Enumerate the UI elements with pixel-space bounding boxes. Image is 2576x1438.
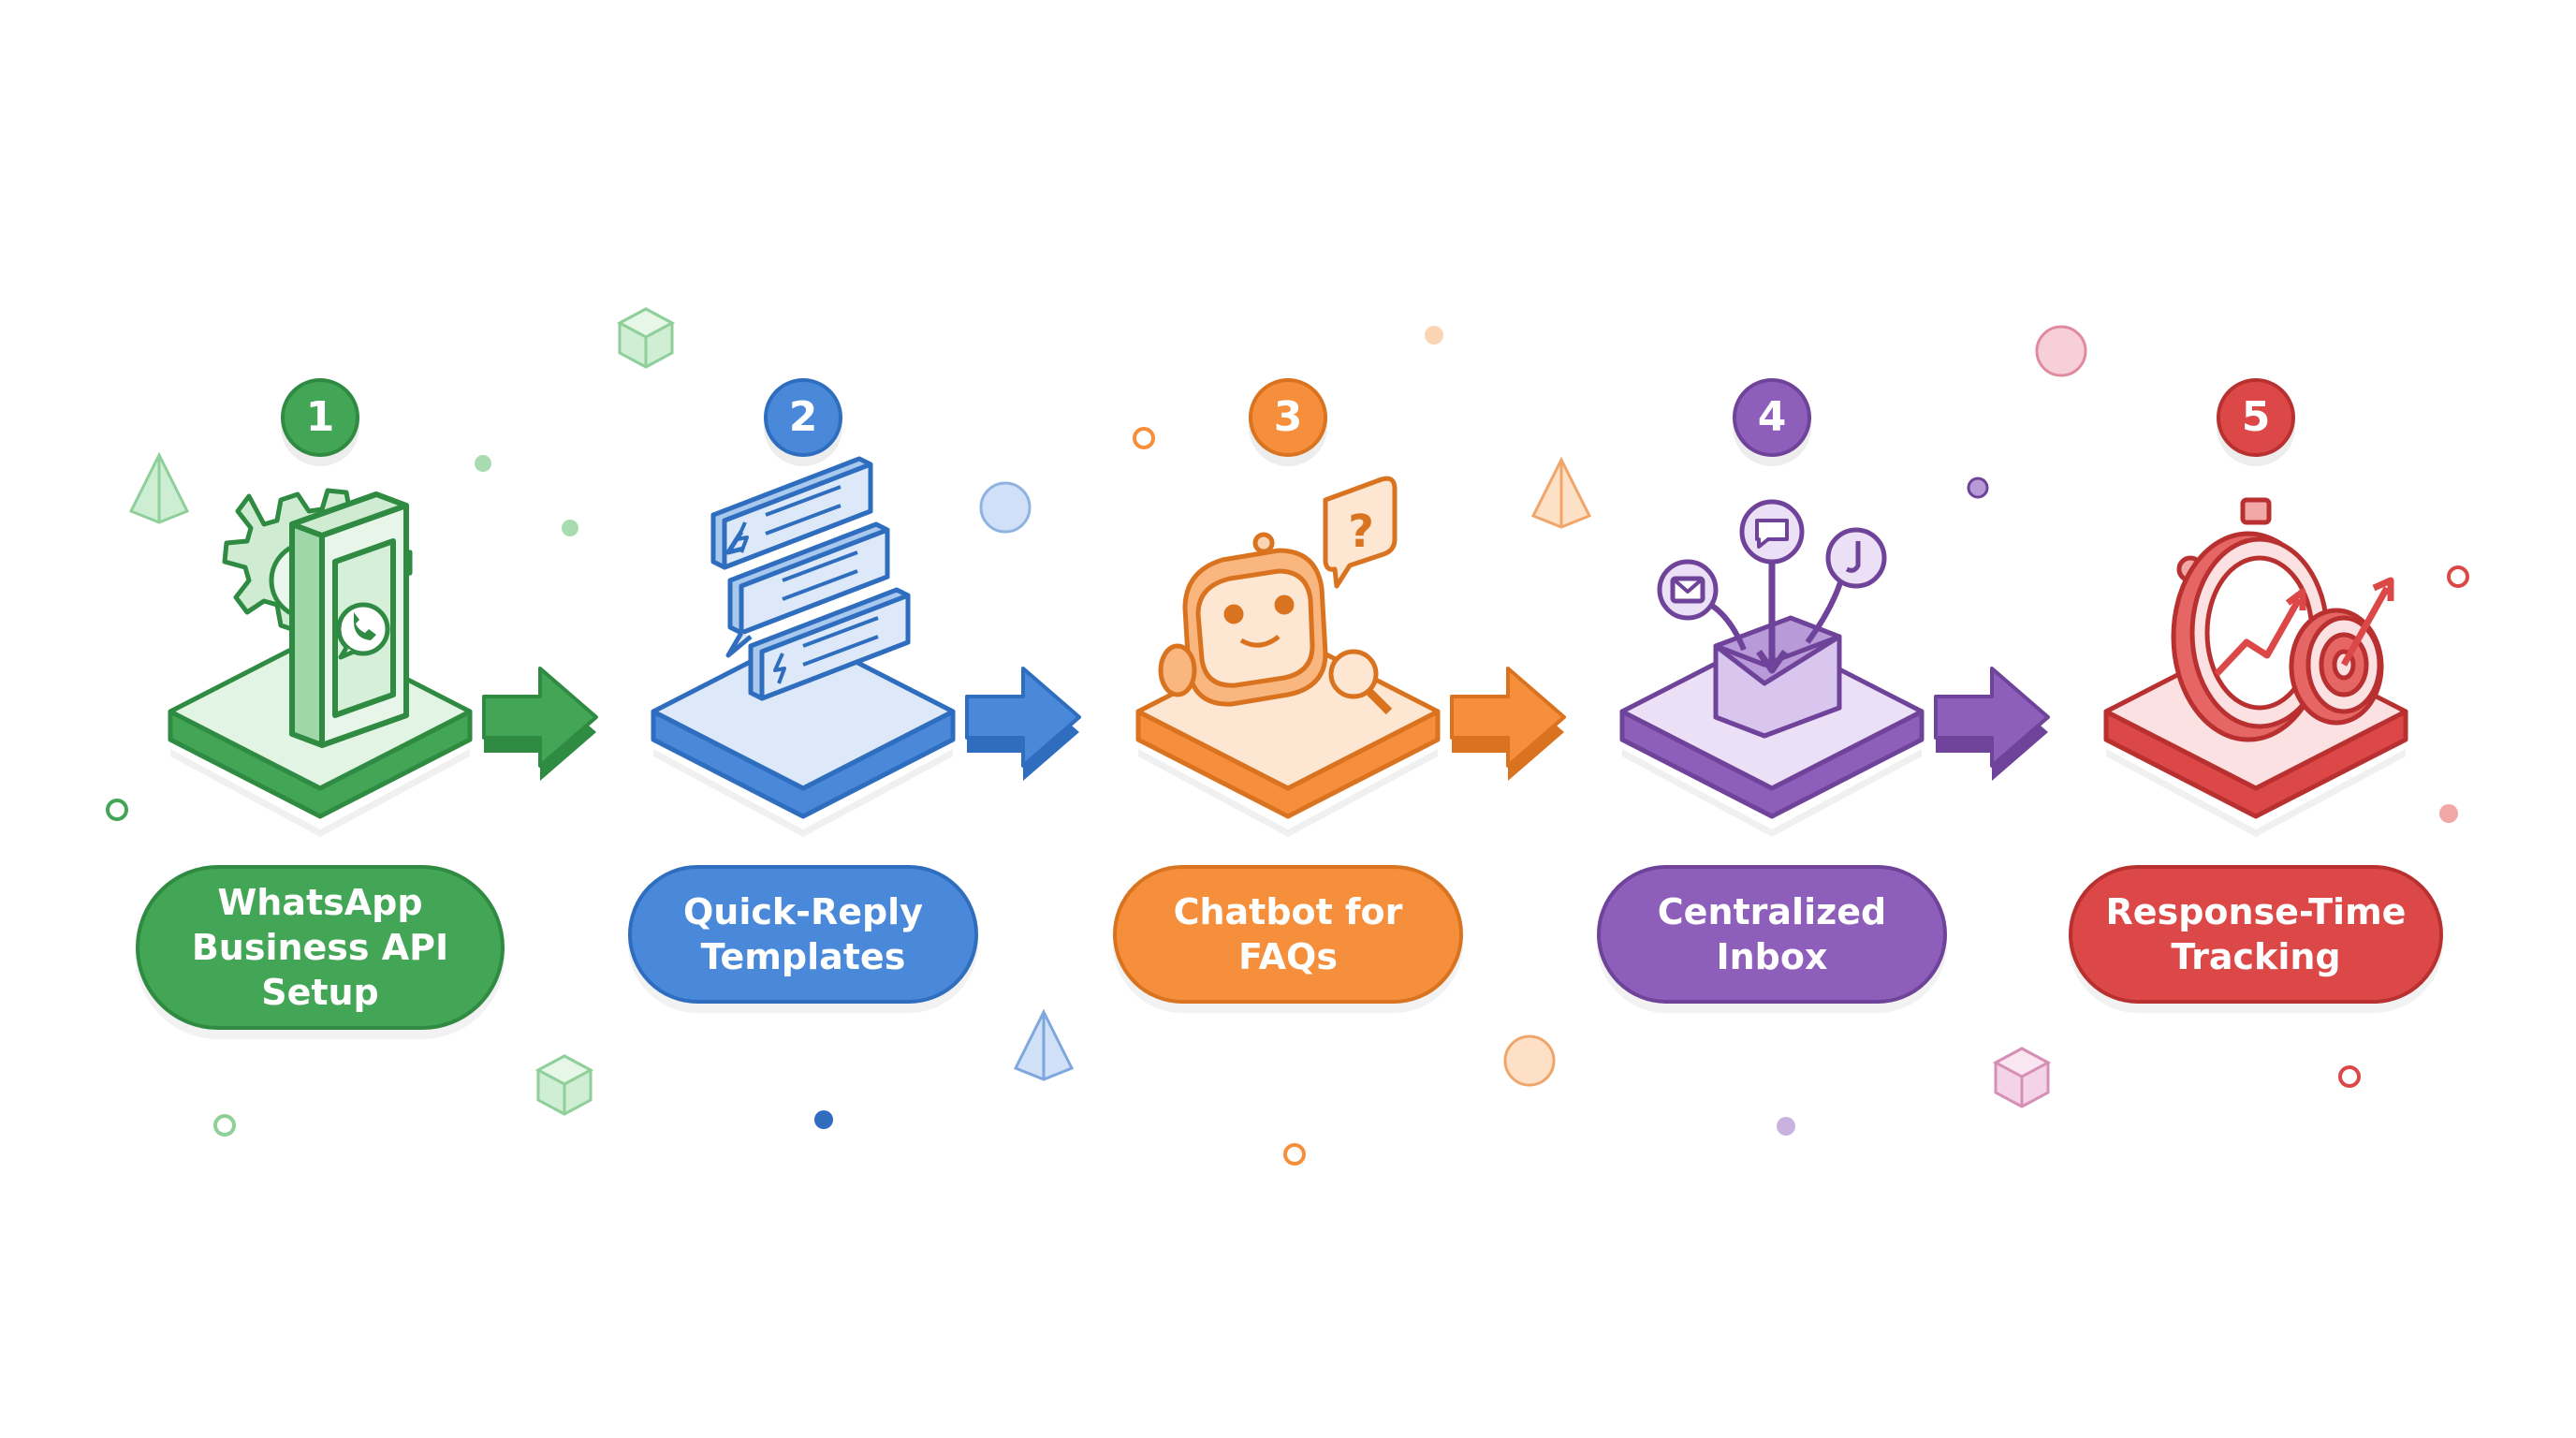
- cube-decoration: [616, 307, 676, 369]
- step-number-badge: 2: [764, 378, 842, 457]
- cube-decoration: [1992, 1047, 2052, 1108]
- stopwatch-target-arrow-icon: [2171, 497, 2394, 742]
- pyramid-decoration: [1530, 456, 1592, 529]
- pyramid-decoration: [1013, 1008, 1075, 1081]
- pyramid-decoration: [128, 451, 190, 524]
- dot-decoration: [106, 799, 128, 821]
- step-platform: [651, 632, 956, 837]
- dot-decoration: [1283, 1143, 1306, 1166]
- inbox-envelope-channels-icon: [1657, 499, 1887, 739]
- bubble-decoration: [979, 481, 1032, 534]
- dot-decoration: [1777, 1117, 1795, 1136]
- dot-decoration: [562, 520, 578, 536]
- step-icons: ?: [222, 456, 2394, 748]
- flow-arrow: [1934, 667, 2050, 781]
- dot-decoration: [1425, 326, 1443, 345]
- bubble-decoration: [1503, 1034, 1556, 1087]
- dot-decoration: [475, 455, 491, 472]
- dot-decoration: [814, 1110, 833, 1129]
- svg-text:?: ?: [1348, 506, 1374, 558]
- step-number-badge: 4: [1733, 378, 1811, 457]
- bubble-decoration: [2035, 325, 2087, 377]
- decorative-shapes: [106, 307, 2469, 1166]
- dot-decoration: [213, 1114, 236, 1137]
- dot-decoration: [2447, 565, 2469, 588]
- step-number-badge: 5: [2217, 378, 2295, 457]
- dot-decoration: [1133, 427, 1155, 449]
- dot-decoration: [2439, 804, 2458, 823]
- whatsapp-phone-gear-icon: [222, 488, 413, 748]
- step-platforms: [168, 632, 2408, 837]
- step-number-badge: 1: [281, 378, 359, 457]
- robot-question-magnifier-icon: ?: [1158, 476, 1398, 715]
- dot-decoration: [1967, 477, 1989, 499]
- dot-decoration: [2338, 1065, 2361, 1088]
- flow-arrows: [482, 667, 2050, 781]
- chat-bubbles-lightning-icon: [710, 456, 911, 701]
- flow-arrow: [1450, 667, 1566, 781]
- step-number-badge: 3: [1249, 378, 1327, 457]
- flow-arrow: [482, 667, 598, 781]
- flow-arrow: [965, 667, 1081, 781]
- cube-decoration: [534, 1054, 594, 1116]
